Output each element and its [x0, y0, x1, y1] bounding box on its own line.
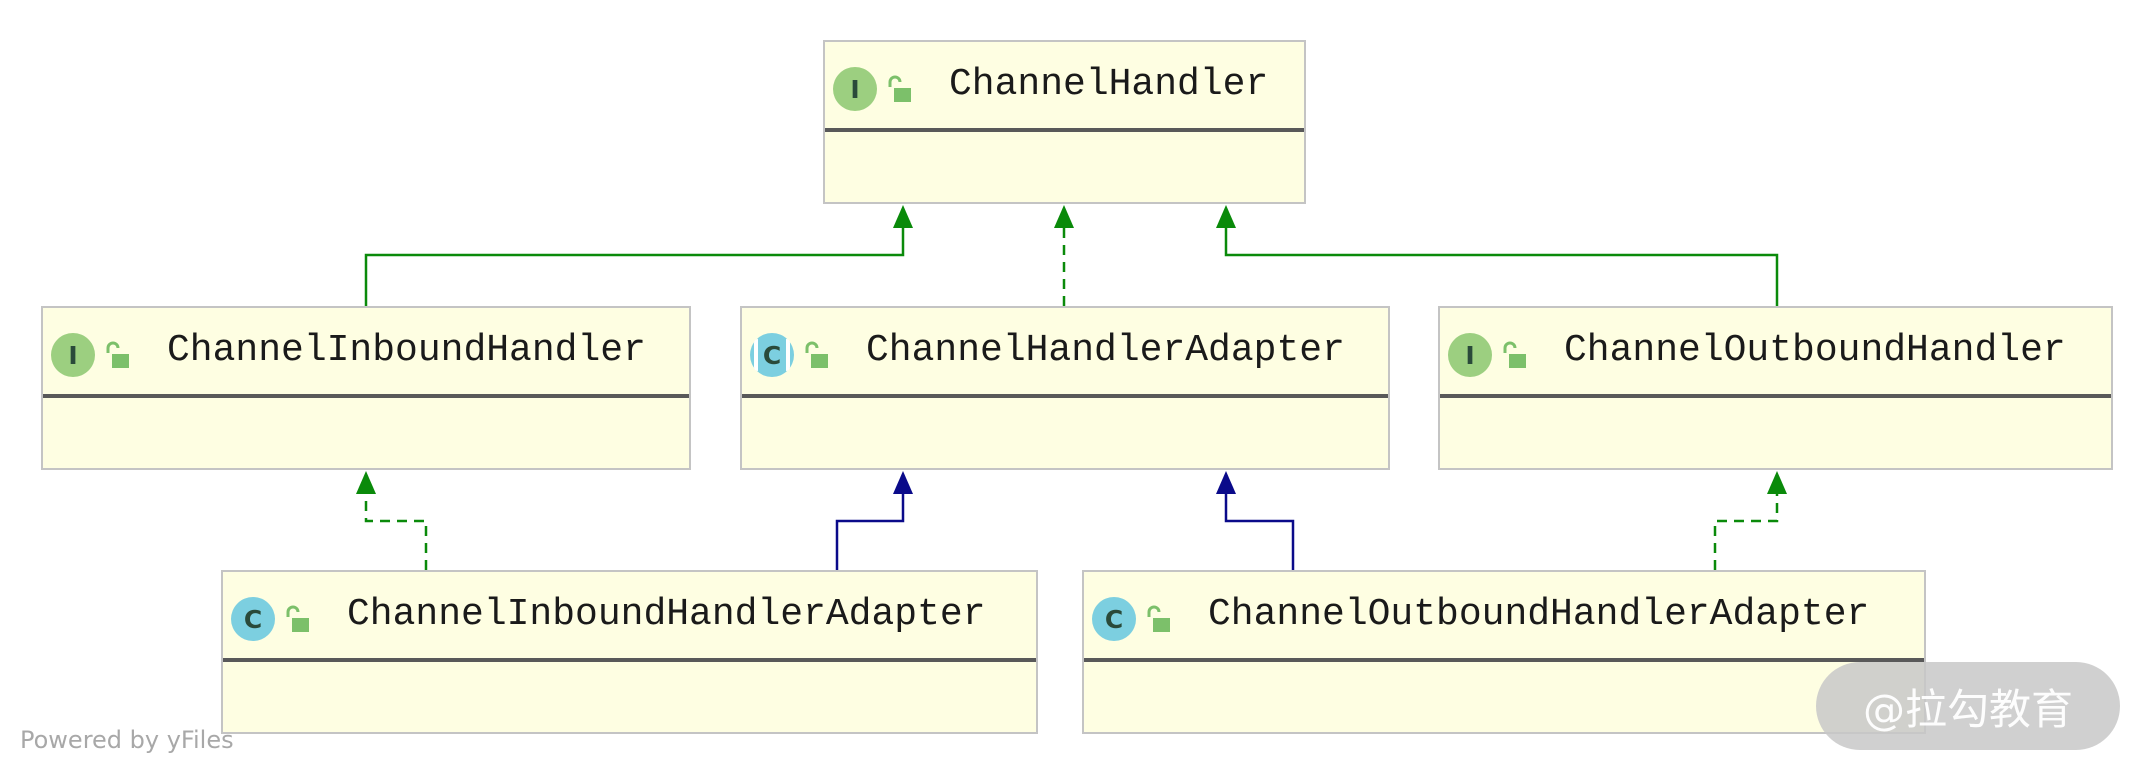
class-node-header: C ChannelInboundHandlerAdapter — [223, 572, 1036, 662]
edge-inbound-adapter-to-adapter — [835, 471, 913, 570]
edge-outbound-adapter-to-adapter — [1216, 471, 1295, 570]
edge-inbound-to-handler — [364, 205, 913, 306]
class-node-header: I ChannelInboundHandler — [43, 308, 689, 398]
class-node-header: I ChannelHandler — [825, 42, 1304, 132]
open-lock-icon — [106, 341, 129, 368]
class-node-channel-inbound-handler[interactable]: I ChannelInboundHandler — [41, 306, 691, 470]
class-badge-icon: C — [231, 597, 275, 641]
powered-by-label: Powered by yFiles — [20, 726, 234, 754]
class-name: ChannelOutboundHandler — [1564, 329, 2066, 372]
class-node-channel-handler[interactable]: I ChannelHandler — [823, 40, 1306, 204]
edge-inbound-adapter-to-inbound — [356, 471, 428, 570]
class-node-header: I ChannelOutboundHandler — [1440, 308, 2111, 398]
class-name: ChannelOutboundHandlerAdapter — [1208, 593, 1870, 636]
interface-badge-icon: I — [1448, 333, 1492, 377]
class-name: ChannelHandler — [949, 63, 1269, 106]
class-name: ChannelInboundHandler — [167, 329, 646, 372]
class-node-channel-handler-adapter[interactable]: C ChannelHandlerAdapter — [740, 306, 1390, 470]
class-badge-icon: C — [1092, 597, 1136, 641]
watermark-logo: @拉勾教育 — [1816, 662, 2120, 750]
class-name: ChannelInboundHandlerAdapter — [347, 593, 986, 636]
abstract-class-badge-icon: C — [750, 333, 794, 377]
interface-badge-icon: I — [51, 333, 95, 377]
edge-outbound-to-handler — [1216, 205, 1779, 306]
edge-outbound-adapter-to-outbound — [1713, 471, 1787, 570]
class-node-channel-outbound-handler-adapter[interactable]: C ChannelOutboundHandlerAdapter — [1082, 570, 1926, 734]
class-node-channel-outbound-handler[interactable]: I ChannelOutboundHandler — [1438, 306, 2113, 470]
class-node-header: C ChannelHandlerAdapter — [742, 308, 1388, 398]
open-lock-icon — [805, 341, 828, 368]
class-node-header: C ChannelOutboundHandlerAdapter — [1084, 572, 1924, 662]
class-node-channel-inbound-handler-adapter[interactable]: C ChannelInboundHandlerAdapter — [221, 570, 1038, 734]
class-name: ChannelHandlerAdapter — [866, 329, 1345, 372]
open-lock-icon — [1147, 605, 1170, 632]
interface-badge-icon: I — [833, 67, 877, 111]
open-lock-icon — [286, 605, 309, 632]
open-lock-icon — [888, 75, 911, 102]
edge-adapter-to-handler — [1054, 205, 1074, 306]
open-lock-icon — [1503, 341, 1526, 368]
